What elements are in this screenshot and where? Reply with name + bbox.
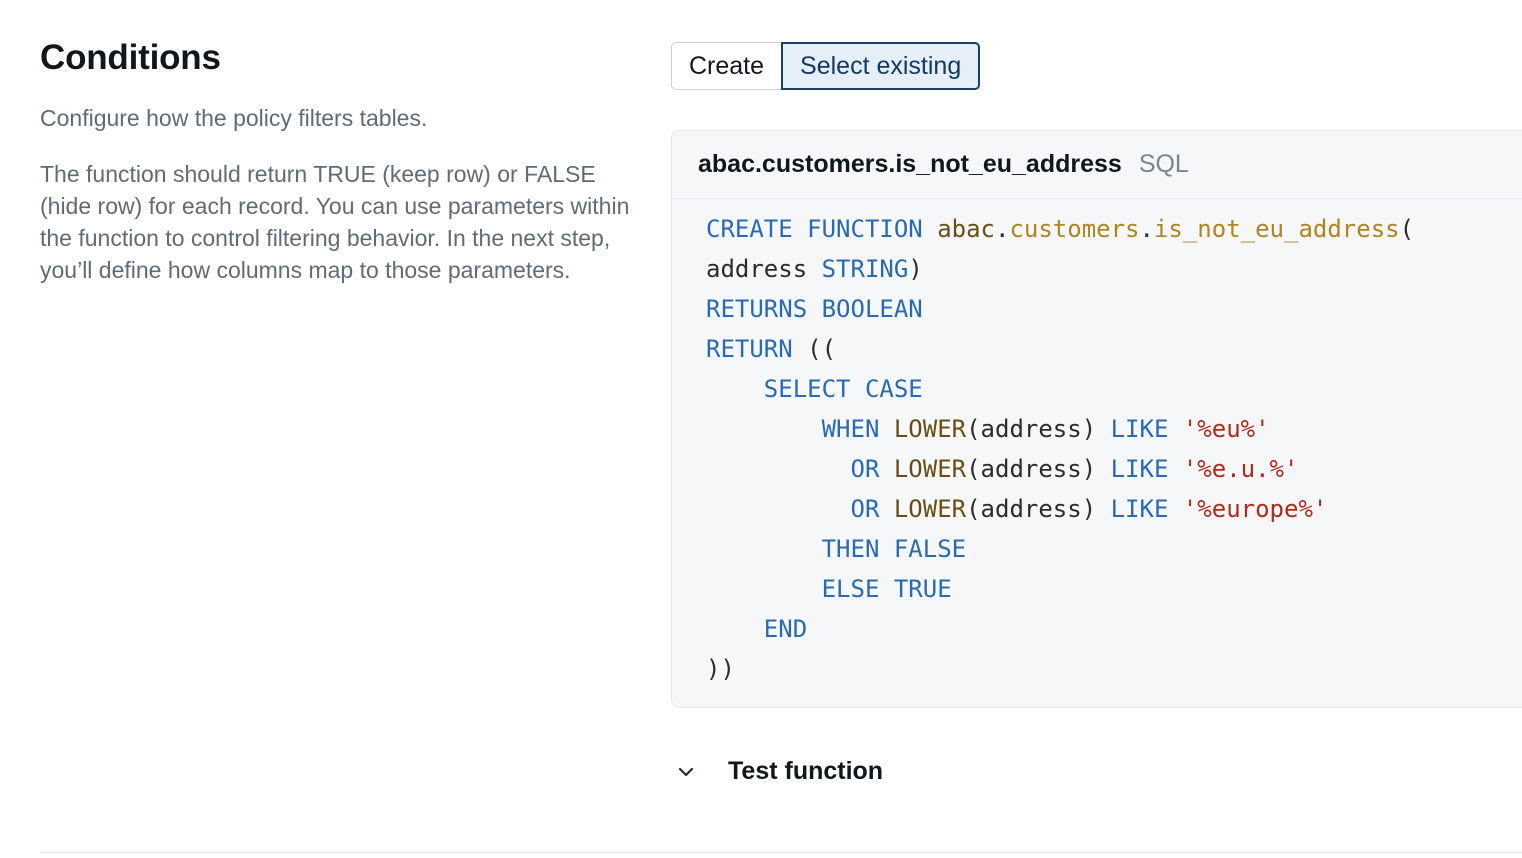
code-token-keyword: FUNCTION [807,215,923,243]
mode-segmented-control: Create Select existing [671,42,981,90]
code-token-string: '%europe%' [1182,495,1328,523]
code-token-keyword: CREATE [706,215,793,243]
code-line: END [706,609,1522,649]
code-token-param: (address) [966,455,1097,483]
code-token-keyword: SELECT [763,375,851,403]
code-line: OR LOWER(address) LIKE '%e.u.%' [706,449,1522,489]
code-line: THEN FALSE [706,529,1522,569]
code-token-string: '%eu%' [1182,415,1270,443]
code-line: RETURNS BOOLEAN [706,289,1522,329]
code-token-keyword: LIKE [1110,495,1169,523]
code-token-param: (address) [966,415,1097,443]
code-token-punct: )) [706,655,735,683]
conditions-intro: Conditions Configure how the policy filt… [40,36,640,286]
code-line: WHEN LOWER(address) LIKE '%eu%' [706,409,1522,449]
code-token-function: LOWER [893,495,967,523]
code-token-keyword: RETURN [706,335,793,363]
code-line: )) [706,649,1522,689]
test-function-label: Test function [728,757,884,785]
section-description: The function should return TRUE (keep ro… [40,161,630,283]
language-label: SQL [1138,150,1189,178]
code-token-function: LOWER [893,415,967,443]
code-token-keyword: OR [850,495,880,523]
code-line: RETURN (( [706,329,1522,369]
select-existing-option-button[interactable]: Select existing [781,42,981,90]
code-token-keyword: CASE [864,375,923,403]
code-token-punct: . [1139,215,1154,243]
code-card-header: abac.customers.is_not_eu_address SQL [672,131,1522,199]
code-token-keyword: TRUE [893,575,952,603]
code-token-string: '%e.u.%' [1182,455,1299,483]
code-line: SELECT CASE [706,369,1522,409]
code-token-identifier: abac [937,215,995,243]
code-token-keyword: BOOLEAN [821,295,923,323]
code-token-keyword: END [763,615,808,643]
code-token-param: address [706,255,808,283]
code-line: ELSE TRUE [706,569,1522,609]
section-divider [40,852,1522,853]
function-name: abac.customers.is_not_eu_address [698,150,1122,178]
code-token-punct: ( [1399,215,1415,243]
code-token-identifier: customers [1009,215,1140,243]
code-token-keyword: LIKE [1110,415,1169,443]
code-line: address STRING) [706,249,1522,289]
code-token-keyword: OR [850,455,880,483]
chevron-down-icon [678,767,694,776]
code-token-keyword: FALSE [893,535,967,563]
create-option-button[interactable]: Create [671,42,782,90]
section-subtitle: Configure how the policy filters tables. [40,105,428,131]
code-line: OR LOWER(address) LIKE '%europe%' [706,489,1522,529]
code-token-keyword: ELSE [821,575,880,603]
code-token-keyword: WHEN [821,415,880,443]
test-function-toggle[interactable]: Test function [675,757,883,786]
code-token-keyword: RETURNS [706,295,808,323]
section-title: Conditions [40,38,221,77]
code-token-punct: . [995,215,1010,243]
code-token-identifier: is_not_eu_address [1153,215,1400,243]
code-token-function: LOWER [893,455,967,483]
code-token-keyword: LIKE [1110,455,1169,483]
sql-code-block: CREATE FUNCTION abac.customers.is_not_eu… [672,199,1522,689]
code-line: CREATE FUNCTION abac.customers.is_not_eu… [706,209,1522,249]
code-token-keyword: THEN [821,535,880,563]
code-token-punct: ) [908,255,923,283]
function-code-card: abac.customers.is_not_eu_address SQL CRE… [671,130,1522,708]
code-token-param: (address) [966,495,1097,523]
code-token-keyword: STRING [821,255,909,283]
code-token-punct: (( [807,335,837,363]
